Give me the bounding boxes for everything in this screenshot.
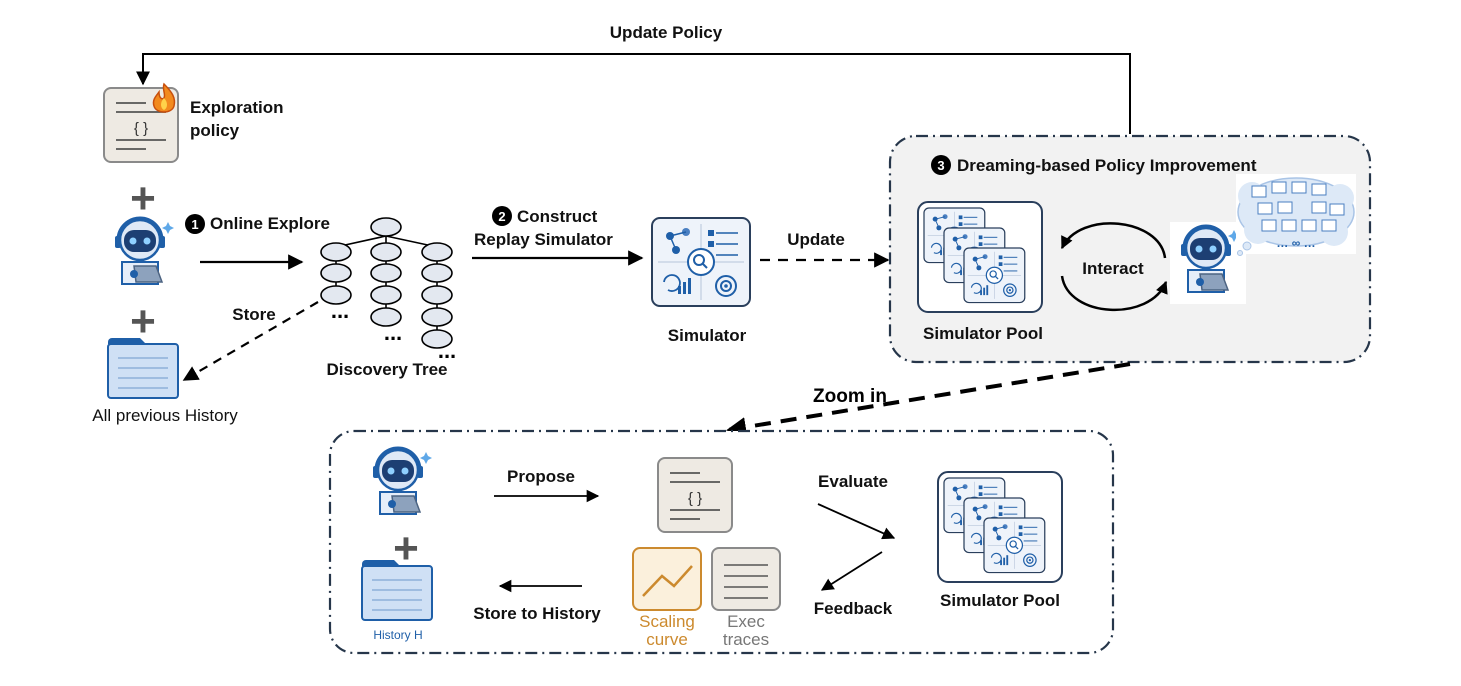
- exploration-policy-card: { }: [103, 87, 179, 163]
- tree-ellipsis: ...: [438, 338, 456, 363]
- update-policy-loop-arrow: [136, 53, 1131, 134]
- step3-badge: [931, 155, 951, 175]
- zoom-label: Zoom in: [813, 386, 887, 407]
- exec-traces-subtitle: traces: [723, 630, 769, 649]
- interact-cycle-icon: [1060, 222, 1168, 312]
- detail-pool-label: Simulator Pool: [940, 591, 1060, 610]
- step2-subtitle: Replay Simulator: [474, 230, 613, 249]
- code-glyph: { }: [688, 490, 702, 507]
- history-h-folder-icon: [361, 559, 433, 621]
- step1-number: 1: [191, 217, 198, 232]
- detail-panel: [328, 429, 1115, 655]
- simulator-icon: [651, 217, 751, 307]
- history-folder-icon: [107, 337, 179, 399]
- feedback-label: Feedback: [814, 599, 893, 618]
- zoom-in-arrow: [726, 362, 1131, 437]
- history-label: All previous History: [92, 406, 238, 425]
- cloud-ellipsis: … ∞ …: [1276, 236, 1315, 250]
- proposed-code-card: { }: [657, 457, 733, 533]
- detail-agent-robot-icon: [360, 442, 440, 528]
- exploration-policy-title: Exploration: [190, 98, 284, 117]
- dream-cloud-icon: [1236, 174, 1356, 256]
- step1-label: Online Explore: [210, 214, 330, 233]
- exec-traces-title: Exec: [727, 612, 765, 631]
- step1-badge: [185, 214, 205, 234]
- simulator-pool-icon: [917, 201, 1043, 313]
- update-policy-label: Update Policy: [610, 23, 723, 42]
- step2-badge: [492, 206, 512, 226]
- step2-title: Construct: [517, 207, 598, 226]
- agent-robot-icon: [102, 212, 182, 298]
- evaluate-arrow: [817, 503, 896, 540]
- dream-agent-robot-icon: [1168, 220, 1248, 306]
- history-h-label: History H: [373, 628, 422, 642]
- discovery-tree-label: Discovery Tree: [327, 360, 448, 379]
- pool-label: Simulator Pool: [923, 324, 1043, 343]
- evaluate-label: Evaluate: [818, 472, 888, 491]
- propose-label: Propose: [507, 467, 575, 486]
- store-history-label: Store to History: [473, 604, 601, 623]
- exploration-policy-subtitle: policy: [190, 121, 240, 140]
- update-label: Update: [787, 230, 845, 249]
- scaling-curve-icon: [632, 547, 702, 611]
- interact-label: Interact: [1082, 259, 1144, 278]
- step3-number: 3: [937, 158, 944, 173]
- code-glyph: { }: [134, 120, 148, 137]
- discovery-tree: [320, 217, 453, 349]
- tree-ellipsis: ...: [331, 298, 349, 323]
- simulator-label: Simulator: [668, 326, 747, 345]
- detail-simulator-pool-icon: [937, 471, 1063, 583]
- tree-ellipsis: ...: [384, 320, 402, 345]
- flame-icon: [152, 82, 176, 113]
- exec-traces-icon: [711, 547, 781, 611]
- scaling-curve-subtitle: curve: [646, 630, 688, 649]
- store-label: Store: [232, 305, 275, 324]
- step2-number: 2: [498, 209, 505, 224]
- feedback-arrow: [820, 551, 883, 591]
- plus-icon: +: [130, 297, 156, 346]
- scaling-curve-title: Scaling: [639, 612, 695, 631]
- store-arrow: [182, 301, 319, 381]
- step3-label: Dreaming-based Policy Improvement: [957, 156, 1257, 175]
